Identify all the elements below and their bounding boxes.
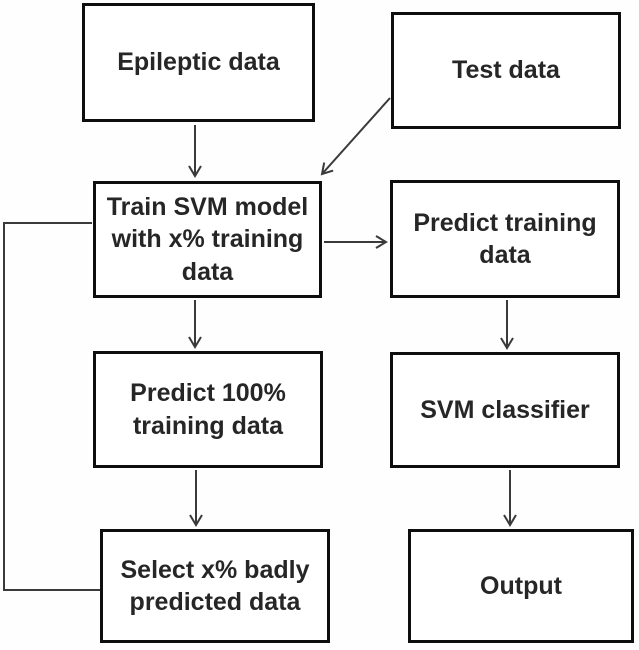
node-output-label: Output [480, 571, 562, 600]
node-epileptic-data: Epileptic data [82, 3, 315, 122]
edge-select-feedback-to-train [3, 222, 100, 591]
node-predict-training-data-label: Predict training data [413, 208, 597, 270]
node-svm-classifier: SVM classifier [390, 352, 620, 468]
node-svm-classifier-label: SVM classifier [420, 395, 590, 424]
node-predict-100-training-data: Predict 100% training data [93, 351, 323, 468]
edge-test-to-train [320, 97, 391, 176]
node-test-data-label: Test data [452, 56, 560, 85]
node-train-svm-model-label: Train SVM model with x% training data [106, 192, 309, 286]
node-select-badly-predicted-label: Select x% badly predicted data [120, 555, 310, 617]
node-predict-training-data: Predict training data [390, 180, 620, 298]
node-predict-100-training-data-label: Predict 100% training data [130, 379, 286, 440]
node-select-badly-predicted: Select x% badly predicted data [100, 529, 330, 643]
node-epileptic-data-label: Epileptic data [117, 48, 280, 77]
node-test-data: Test data [391, 12, 621, 129]
node-output: Output [408, 529, 634, 643]
node-train-svm-model: Train SVM model with x% training data [93, 181, 322, 298]
